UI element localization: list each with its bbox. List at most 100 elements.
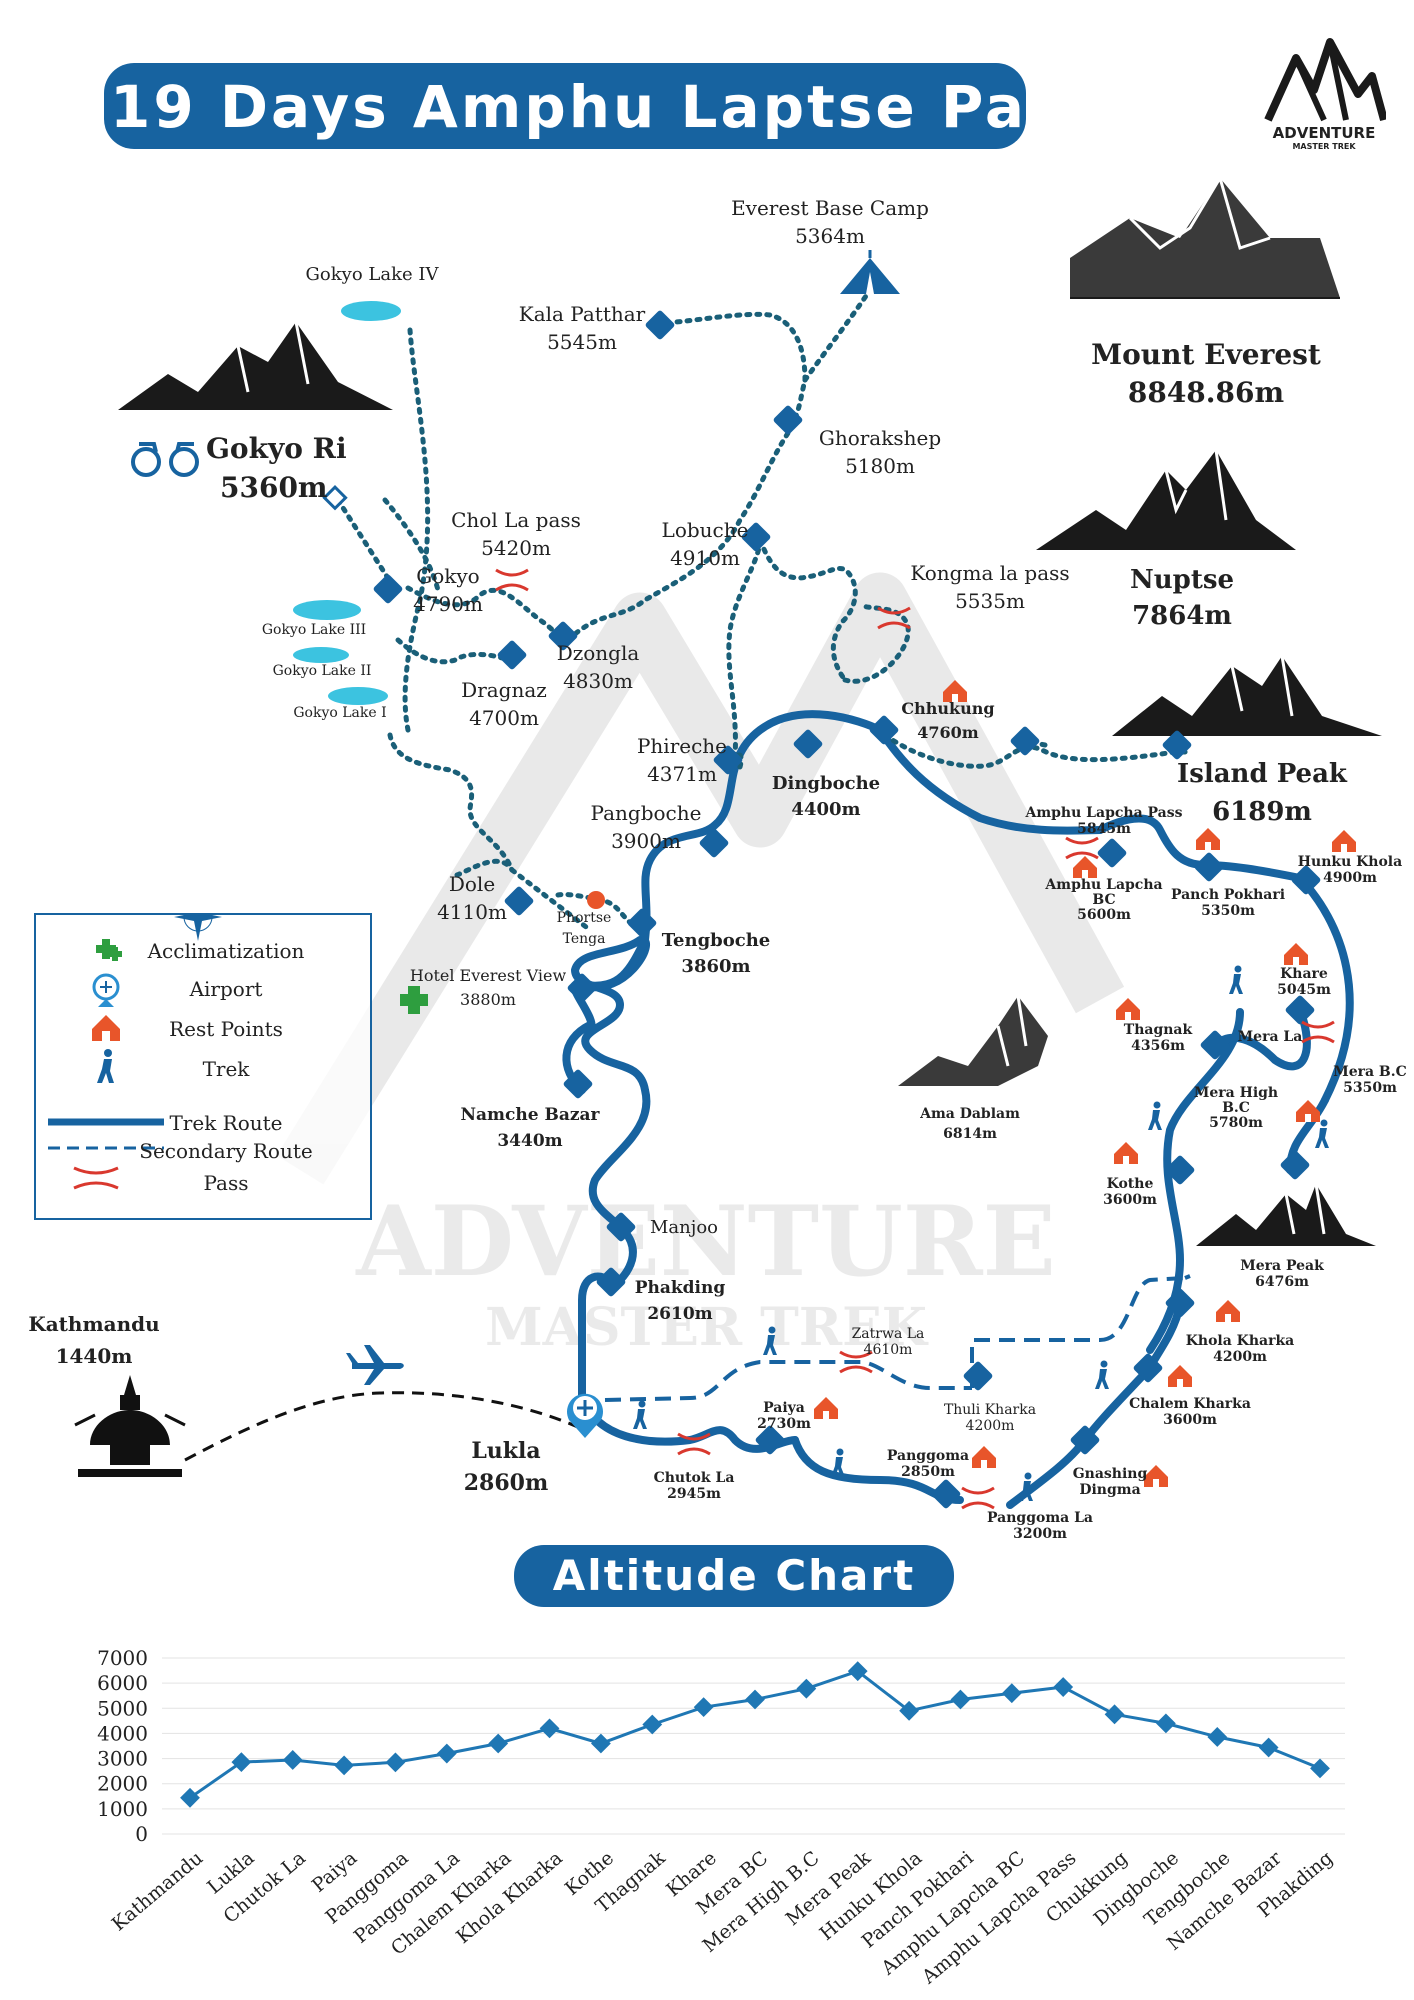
- x-tick-label: Amphu Lapcha Pass: [917, 1847, 1080, 1989]
- gokyo-lake-i-label: Gokyo Lake I: [293, 705, 386, 721]
- gokyo-lake-iii-label: Gokyo Lake III: [262, 622, 366, 638]
- hiker-icon: [1315, 1119, 1329, 1148]
- phortse-tenga-dot: [587, 891, 605, 909]
- rest-point-markers: [814, 680, 1356, 1487]
- ghorakshep-alt: 5180m: [845, 454, 915, 478]
- phortse-name-2: Tenga: [563, 931, 606, 947]
- mera-bc-node: [1280, 1150, 1310, 1180]
- tengboche-alt: 3860m: [681, 956, 750, 977]
- thagnak-node: [1200, 1030, 1230, 1060]
- paiya-node: [755, 1425, 785, 1455]
- amphu-lapcha-pass-icon: [1065, 836, 1099, 860]
- legend-label-pass: Pass: [203, 1171, 249, 1195]
- lobuche-alt: 4910m: [670, 546, 740, 570]
- chutok-la-alt: 2945m: [667, 1486, 721, 1502]
- x-tick-label: Mera Peak: [782, 1847, 876, 1930]
- chol-la-pass-name: Chol La pass: [451, 508, 581, 532]
- y-tick-label: 3000: [97, 1747, 148, 1771]
- altitude-data-point: [693, 1697, 714, 1718]
- legend-label-rest-points: Rest Points: [169, 1017, 283, 1041]
- dingboche-alt: 4400m: [791, 799, 860, 820]
- dragnaz-alt: 4700m: [469, 706, 539, 730]
- island-route-node-1: [1010, 726, 1040, 756]
- phireche-node: [713, 745, 743, 775]
- zatrwa-la-pass-icon: [839, 1350, 873, 1374]
- hiker-icon: [1019, 1472, 1033, 1501]
- gokyo-ri-alt: 5360m: [220, 471, 328, 504]
- gnashing-name-2: Dingma: [1079, 1482, 1140, 1498]
- altitude-data-point: [539, 1718, 560, 1739]
- altitude-banner: [514, 1545, 954, 1607]
- x-tick-label: Dingboche: [1090, 1847, 1183, 1930]
- pass-icon: [73, 1166, 119, 1190]
- airport-pin-icon: [567, 1393, 603, 1438]
- kongma-la-pass-icon: [877, 606, 911, 630]
- chol-la-pass-icon: [495, 568, 529, 592]
- altitude-data-point: [180, 1787, 200, 1808]
- mera-high-alt: 5780m: [1209, 1115, 1263, 1131]
- rest-point-icon: [1144, 1465, 1168, 1487]
- merapeak-name: Mera Peak: [1240, 1258, 1324, 1274]
- altitude-chart-title: Altitude Chart: [552, 1551, 916, 1600]
- thuli-kharka-alt: 4200m: [966, 1418, 1015, 1434]
- rest-point-icon: [1073, 856, 1097, 878]
- dzongla-name: Dzongla: [557, 641, 640, 665]
- legend-label-airport: Airport: [189, 977, 263, 1001]
- legend-label-trek: Trek: [202, 1057, 250, 1081]
- legend-label-acclimatization: Acclimatization: [147, 939, 305, 963]
- altitude-data-point: [950, 1689, 971, 1710]
- altitude-data-point: [1156, 1713, 1176, 1734]
- kala-patthar-alt: 5545m: [547, 330, 617, 354]
- x-tick-label: Lukla: [203, 1847, 258, 1898]
- mera-la-pass-icon: [1301, 1020, 1335, 1044]
- panch-pokhari-node: [1194, 852, 1224, 882]
- legend-label-secondary-route: Secondary Route: [139, 1139, 313, 1163]
- hotel-everest-view-node: [567, 973, 597, 1003]
- pangboche-name: Pangboche: [591, 801, 702, 825]
- dragnaz-name: Dragnaz: [461, 678, 547, 702]
- y-tick-label: 5000: [97, 1696, 148, 1720]
- x-tick-label: Kathmandu: [108, 1847, 207, 1935]
- x-tick-label: Panggoma La: [350, 1847, 464, 1948]
- paiya-name: Paiya: [763, 1400, 805, 1416]
- lobuche-node: [741, 522, 771, 552]
- altitude-data-point: [745, 1689, 765, 1710]
- x-tick-label: Phakding: [1254, 1847, 1337, 1922]
- island-alt: 6189m: [1212, 797, 1312, 827]
- manjoo-node: [606, 1212, 636, 1242]
- phireche-alt: 4371m: [647, 762, 717, 786]
- map-legend: Acclimatization Airport Rest Points Trek…: [34, 913, 372, 1220]
- rest-point-icon: [1216, 1300, 1240, 1322]
- phortse-name-1: Phortse: [557, 910, 612, 926]
- altitude-data-point: [282, 1750, 303, 1770]
- rest-point-icon: [1296, 1100, 1320, 1122]
- gokyo-lake-ii: [293, 647, 349, 663]
- panggoma-la-name: Panggoma La: [987, 1510, 1093, 1526]
- hotel-everest-view-name: Hotel Everest View: [410, 966, 567, 985]
- kala-patthar-name: Kala Patthar: [519, 302, 646, 326]
- altitude-data-point: [231, 1752, 252, 1772]
- gokyo-lake-iii: [293, 600, 361, 620]
- pangboche-node: [699, 828, 729, 858]
- mera-high-name-1: Mera High: [1194, 1085, 1278, 1101]
- rest-point-icon: [814, 1397, 838, 1419]
- hiker-icon: [1095, 1360, 1109, 1389]
- amadablam-name: Ama Dablam: [919, 1106, 1020, 1122]
- amphu-lapcha-pass-name: Amphu Lapcha Pass: [1024, 805, 1182, 821]
- dole-alt: 4110m: [437, 900, 507, 924]
- chhukung-node: [869, 715, 899, 745]
- dragnaz-node: [497, 640, 527, 670]
- altitude-data-point: [642, 1714, 663, 1735]
- island-name: Island Peak: [1177, 759, 1348, 789]
- y-tick-label: 0: [135, 1822, 148, 1846]
- route-nodes: [373, 310, 1321, 1509]
- chutok-la-pass-icon: [677, 1432, 711, 1456]
- dole-node: [504, 886, 534, 916]
- khare-name: Khare: [1280, 966, 1328, 982]
- y-tick-label: 7000: [97, 1646, 148, 1670]
- legend-icons: [48, 915, 222, 1190]
- altitude-data-point: [796, 1678, 817, 1699]
- x-tick-label: Kothe: [561, 1847, 618, 1900]
- amphu-lapcha-pass-alt: 5845m: [1077, 821, 1131, 837]
- altitude-data-point: [1053, 1677, 1074, 1697]
